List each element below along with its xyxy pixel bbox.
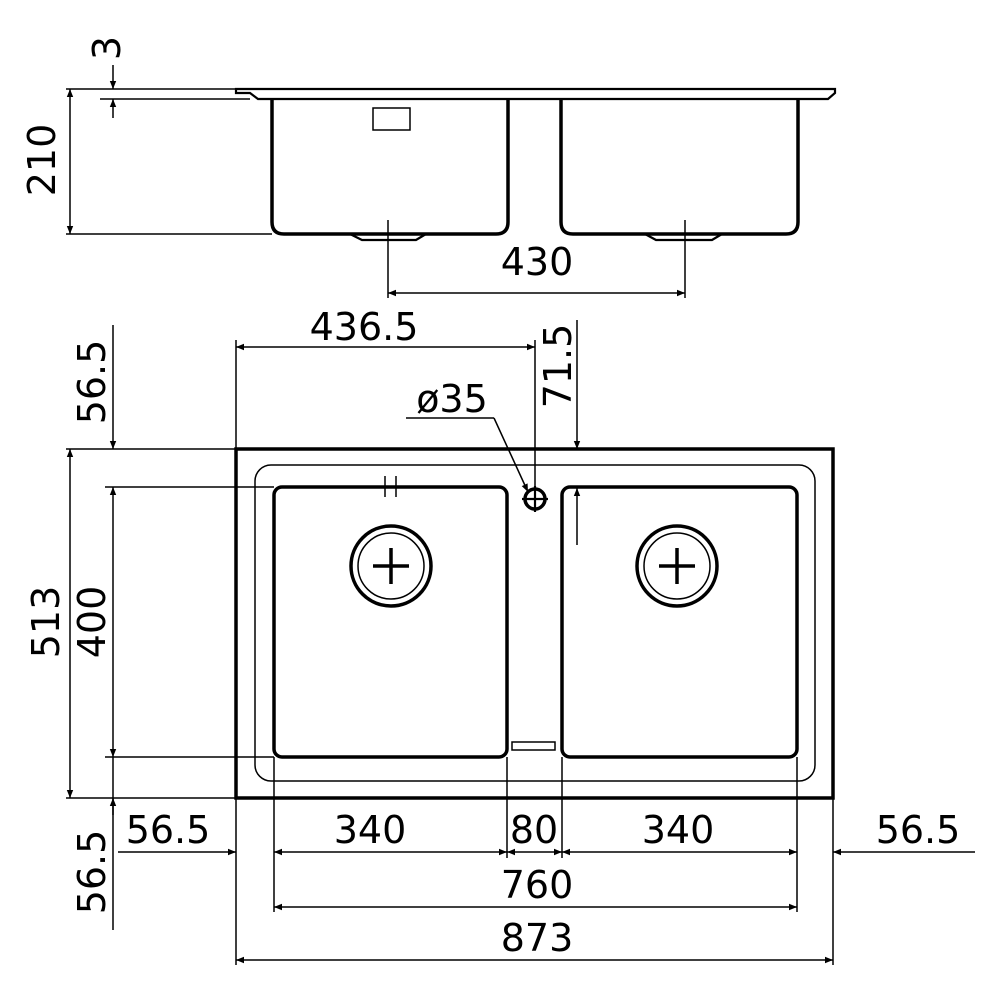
dim-tap-hole-label: ø35 <box>416 377 488 421</box>
dim-tap-hole-offset-label: 71.5 <box>536 324 580 409</box>
side-left-bowl <box>270 99 510 236</box>
leader-tap-hole <box>493 417 529 493</box>
dim-bottom-margin-label: 56.5 <box>70 830 114 915</box>
top-inner-rim <box>254 464 816 782</box>
dim-bowl-depth-label: 400 <box>70 586 114 659</box>
side-overflow-slot <box>372 107 411 131</box>
top-view: 436.5 ø35 71.5 56.5 513 400 56.5 <box>24 305 975 965</box>
top-right-bowl <box>560 485 799 759</box>
side-left-drain <box>349 233 427 242</box>
dim-drain-spacing-label: 430 <box>501 240 574 284</box>
dim-top-margin-label: 56.5 <box>70 340 114 425</box>
side-right-bowl <box>559 99 800 236</box>
side-view: 3 210 430 <box>20 36 837 298</box>
dim-left-bowl-width-label: 340 <box>334 808 407 852</box>
dim-divider-width-label: 80 <box>510 808 558 852</box>
dim-overall-depth-label: 513 <box>24 586 68 659</box>
dim-depth-label: 210 <box>20 124 64 197</box>
dim-thickness-label: 3 <box>85 36 129 60</box>
side-deck-outline <box>234 87 837 101</box>
dim-bowls-total-label: 760 <box>501 863 574 907</box>
top-overflow-slot <box>511 741 556 751</box>
tap-hole <box>522 486 548 512</box>
top-left-drain <box>349 524 433 608</box>
dim-right-margin-label: 56.5 <box>876 808 961 852</box>
dim-left-margin-label: 56.5 <box>126 808 211 852</box>
dim-right-bowl-width-label: 340 <box>642 808 715 852</box>
dim-overall-width-label: 873 <box>501 916 574 960</box>
top-right-drain <box>635 524 719 608</box>
dim-tap-offset-label: 436.5 <box>310 305 419 349</box>
side-right-drain <box>644 233 723 242</box>
center-mark-left <box>376 476 406 497</box>
